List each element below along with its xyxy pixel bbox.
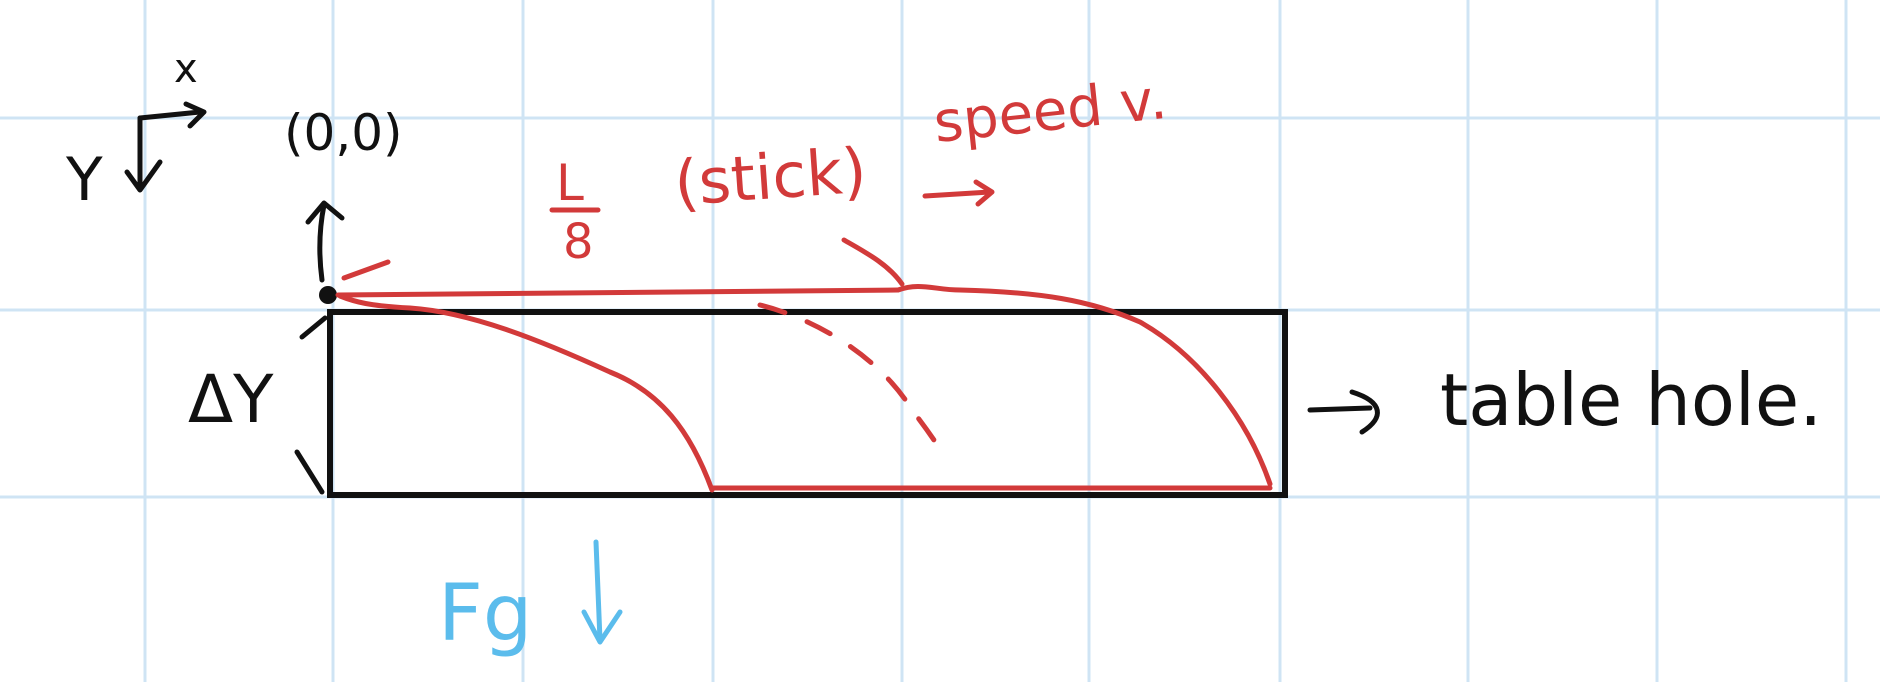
origin-label: (0,0) [284,104,403,162]
gravity-label: Fg [438,569,532,659]
stick-length-denominator: 8 [563,214,594,270]
arrow-down-icon [581,539,623,645]
stick-and-paths [335,237,1273,493]
motion-arc [841,237,905,287]
stick-inner-curve [337,293,715,493]
arrow-right-icon [1307,389,1380,435]
speed-label: speed v. [931,67,1170,156]
axis-y-label: Y [65,145,103,215]
table-top-rectangle [327,309,1288,498]
axis-arrows-icon [124,101,207,193]
stick-length-numerator: L [556,154,584,212]
stick-top-curve [895,283,1273,487]
delta-y-bracket [294,315,328,495]
axis-x-label: x [174,46,198,92]
arrow-right-icon [922,179,995,207]
delta-y-label: ΔY [188,361,274,438]
table-hole-label: table hole. [1440,358,1822,442]
stick-label: (stick) [672,134,869,220]
dashed-arc [757,302,941,449]
pivot-tick [341,259,391,281]
arrow-up-icon [305,200,345,283]
stick-line [335,287,901,298]
pivot-point [319,286,337,304]
